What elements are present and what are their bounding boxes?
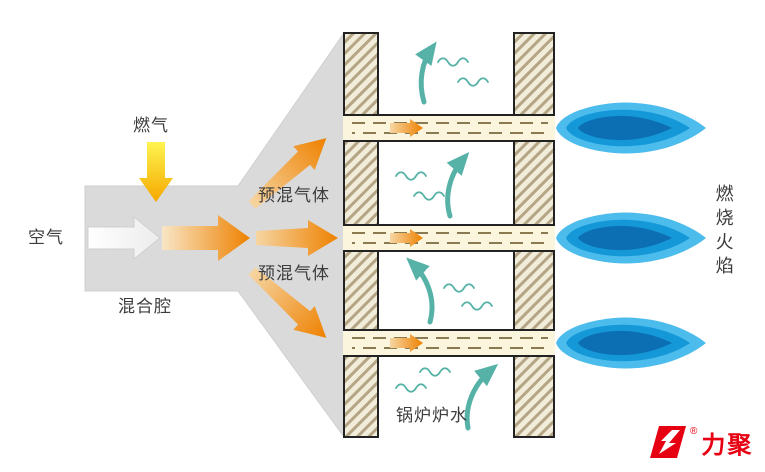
flame-icon	[556, 317, 706, 369]
water-wave-icon	[395, 383, 427, 393]
water-flow-arrow-icon	[415, 41, 437, 105]
burner-channel-2	[343, 224, 555, 252]
premix-gas-label-bottom: 预混气体	[258, 264, 330, 283]
combustion-flame-label: 燃烧火焰	[713, 184, 734, 280]
gas-arrow-icon	[139, 142, 173, 202]
registered-mark: ®	[690, 426, 698, 437]
brand-logo-icon	[650, 424, 686, 460]
premix-fan-arrow-top-icon	[248, 138, 327, 209]
channel-flow-arrow-icon	[390, 334, 423, 352]
air-label: 空气	[28, 228, 64, 247]
water-wave-icon	[443, 283, 475, 293]
mix-arrow-icon	[162, 215, 250, 261]
flame-icon	[556, 212, 706, 264]
premix-gas-label-top: 预混气体	[258, 186, 330, 205]
water-wave-icon	[457, 77, 489, 87]
brand-logo-text: 力聚	[701, 431, 754, 459]
channel-flow-arrow-icon	[390, 229, 423, 247]
flames	[556, 102, 706, 369]
flame-icon	[556, 102, 706, 154]
gas-label: 燃气	[133, 116, 169, 135]
water-flow-arrow-icon	[406, 257, 435, 325]
water-flow-arrow-icon	[464, 363, 499, 431]
boiler-water-flow	[395, 41, 499, 431]
burner-channel-1	[343, 114, 555, 142]
channel-flow-arrow-icon	[390, 119, 423, 137]
water-wave-icon	[437, 57, 469, 67]
boiler-water-label: 锅炉炉水	[396, 406, 468, 425]
water-flow-arrow-icon	[445, 151, 470, 219]
brand-logo: ® 力聚	[650, 424, 753, 460]
flow-arrows	[87, 138, 338, 338]
water-wave-icon	[461, 301, 493, 311]
premix-fan-arrow-bottom-icon	[248, 267, 327, 338]
premix-fan-arrow-middle-icon	[256, 220, 338, 256]
burner-channel-3	[343, 329, 555, 357]
water-wave-icon	[419, 367, 451, 377]
water-wave-icon	[395, 171, 427, 181]
air-arrow-icon	[87, 215, 161, 261]
mixing-chamber-label: 混合腔	[118, 297, 172, 316]
water-wave-icon	[413, 191, 445, 201]
